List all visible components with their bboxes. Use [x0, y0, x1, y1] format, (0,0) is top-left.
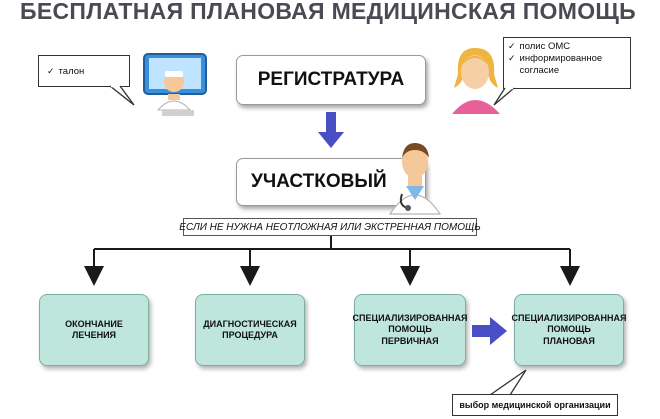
callout-documents-tail: [493, 87, 515, 106]
blue-arrow-right: [472, 317, 507, 345]
node-condition: ЕСЛИ НЕ НУЖНА НЕОТЛОЖНАЯ ИЛИ ЭКСТРЕННАЯ …: [179, 218, 481, 236]
callout-talon: ✓ талон: [38, 55, 130, 87]
node-outcome-line: ПОМОЩЬ: [547, 324, 591, 335]
node-outcome-specialized-primary: СПЕЦИАЛИЗИРОВАННАЯ ПОМОЩЬ ПЕРВИЧНАЯ: [353, 294, 468, 366]
node-outcome-line: ДИАГНОСТИЧЕСКАЯ: [203, 318, 297, 329]
node-outcome-line: ПРОЦЕДУРА: [222, 330, 278, 340]
node-outcome-end-treatment: ОКОНЧАНИЕ ЛЕЧЕНИЯ: [39, 294, 149, 366]
blue-arrow-down: [318, 112, 344, 148]
callout-doc-polis: полис ОМС: [519, 41, 571, 52]
callout-doc-consent: информированное согласие: [519, 52, 603, 76]
node-outcome-line: СПЕЦИАЛИЗИРОВАННАЯ: [511, 313, 627, 324]
node-outcome-line: ПЛАНОВАЯ: [543, 335, 595, 346]
node-outcome-text: СПЕЦИАЛИЗИРОВАННАЯ ПОМОЩЬ ПЕРВИЧНАЯ: [353, 313, 468, 347]
computer-doctor-icon: [143, 53, 207, 116]
node-registratura: РЕГИСТРАТУРА: [236, 55, 426, 105]
node-outcome-line: СПЕЦИАЛИЗИРОВАННАЯ: [352, 313, 468, 324]
node-outcome-diagnostic: ДИАГНОСТИЧЕСКАЯ ПРОЦЕДУРА: [195, 294, 305, 366]
node-outcome-text: ДИАГНОСТИЧЕСКАЯ ПРОЦЕДУРА: [203, 319, 297, 342]
callout-documents: ✓ полис ОМС ✓ информированное согласие: [503, 37, 631, 89]
node-uchastkovy: УЧАСТКОВЫЙ: [236, 158, 426, 206]
callout-org-choice: выбор медицинской организации: [452, 394, 618, 416]
callout-doc-row: ✓ информированное согласие: [508, 53, 626, 77]
callout-talon-tail: [109, 85, 135, 106]
node-outcome-text: СПЕЦИАЛИЗИРОВАННАЯ ПОМОЩЬ ПЛАНОВАЯ: [512, 313, 627, 347]
callout-talon-text: талон: [58, 65, 85, 77]
callout-doc-row: ✓ полис ОМС: [508, 41, 626, 53]
node-outcome-text: ОКОНЧАНИЕ ЛЕЧЕНИЯ: [65, 319, 123, 342]
checkmark-icon: ✓: [508, 41, 516, 51]
patient-woman-icon: [452, 48, 500, 114]
node-outcome-line: ЛЕЧЕНИЯ: [71, 330, 117, 340]
checkmark-icon: ✓: [508, 52, 516, 63]
node-outcome-specialized-planned: СПЕЦИАЛИЗИРОВАННАЯ ПОМОЩЬ ПЛАНОВАЯ: [512, 294, 627, 366]
diagram-title: БЕСПЛАТНАЯ ПЛАНОВАЯ МЕДИЦИНСКАЯ ПОМОЩЬ: [20, 0, 636, 24]
node-outcome-line: ПЕРВИЧНАЯ: [381, 335, 439, 346]
callout-org-tail: [489, 369, 527, 396]
checkmark-icon: ✓: [47, 65, 55, 76]
node-outcome-line: ПОМОЩЬ: [388, 324, 432, 335]
doctor-icon: [388, 142, 442, 215]
node-outcome-line: ОКОНЧАНИЕ: [65, 318, 123, 329]
